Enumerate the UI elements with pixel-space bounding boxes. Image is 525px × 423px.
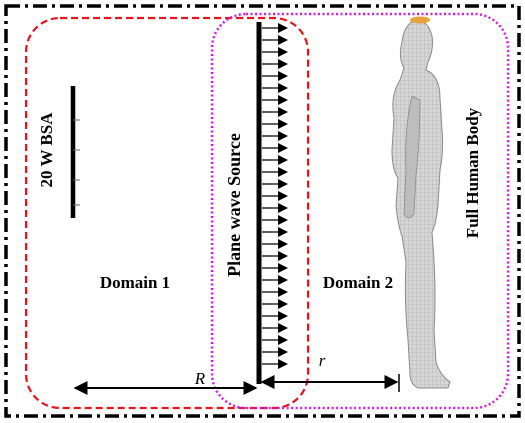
arrow-right-icon xyxy=(278,47,288,57)
arrow-right-icon xyxy=(278,251,288,261)
arrow-right-icon xyxy=(278,59,288,69)
arrow-right-icon xyxy=(278,335,288,345)
arrow-right-icon xyxy=(278,227,288,237)
arrow-right-icon xyxy=(278,119,288,129)
arrow-right-icon xyxy=(278,23,288,33)
arrow-right-icon xyxy=(278,167,288,177)
arm xyxy=(403,95,421,219)
source-label: Plane wave Source xyxy=(224,133,244,277)
human-body-icon xyxy=(391,16,451,389)
arrow-right-icon xyxy=(278,107,288,117)
arrow-right-icon xyxy=(278,287,288,297)
arrow-right-icon xyxy=(278,359,288,369)
arrow-right-icon xyxy=(278,323,288,333)
domain1-label: Domain 1 xyxy=(100,273,170,292)
domain1-boundary xyxy=(24,16,310,410)
arrow-right-icon xyxy=(278,71,288,81)
arrow-right-icon xyxy=(278,131,288,141)
arrow-right-icon xyxy=(278,95,288,105)
hair-highlight xyxy=(410,16,430,24)
body-label: Full Human Body xyxy=(463,107,482,238)
arrow-right-icon xyxy=(278,143,288,153)
domain2-boundary xyxy=(210,12,510,410)
arrow-right-icon xyxy=(278,35,288,45)
arrow-right-icon xyxy=(278,275,288,285)
distance-R-label: R xyxy=(194,369,206,388)
bsa-label: 20 W BSA xyxy=(37,112,56,188)
arrow-right-icon xyxy=(278,239,288,249)
arrow-right-icon xyxy=(278,311,288,321)
plane-wave-source xyxy=(256,22,288,384)
bsa-antenna-icon xyxy=(70,86,80,218)
arrow-right-icon xyxy=(278,299,288,309)
arrow-right-icon xyxy=(278,191,288,201)
arrow-right-icon xyxy=(278,83,288,93)
arrow-right-icon xyxy=(278,347,288,357)
arrow-right-icon xyxy=(278,155,288,165)
arrow-right-icon xyxy=(278,179,288,189)
domain2-label: Domain 2 xyxy=(323,273,393,292)
arrow-right-icon xyxy=(278,263,288,273)
outer-boundary xyxy=(4,4,521,418)
distance-r-label: r xyxy=(319,351,326,370)
wave-arrows xyxy=(262,23,288,369)
arrow-right-icon xyxy=(278,203,288,213)
body-silhouette xyxy=(391,19,451,389)
arrow-right-icon xyxy=(278,215,288,225)
